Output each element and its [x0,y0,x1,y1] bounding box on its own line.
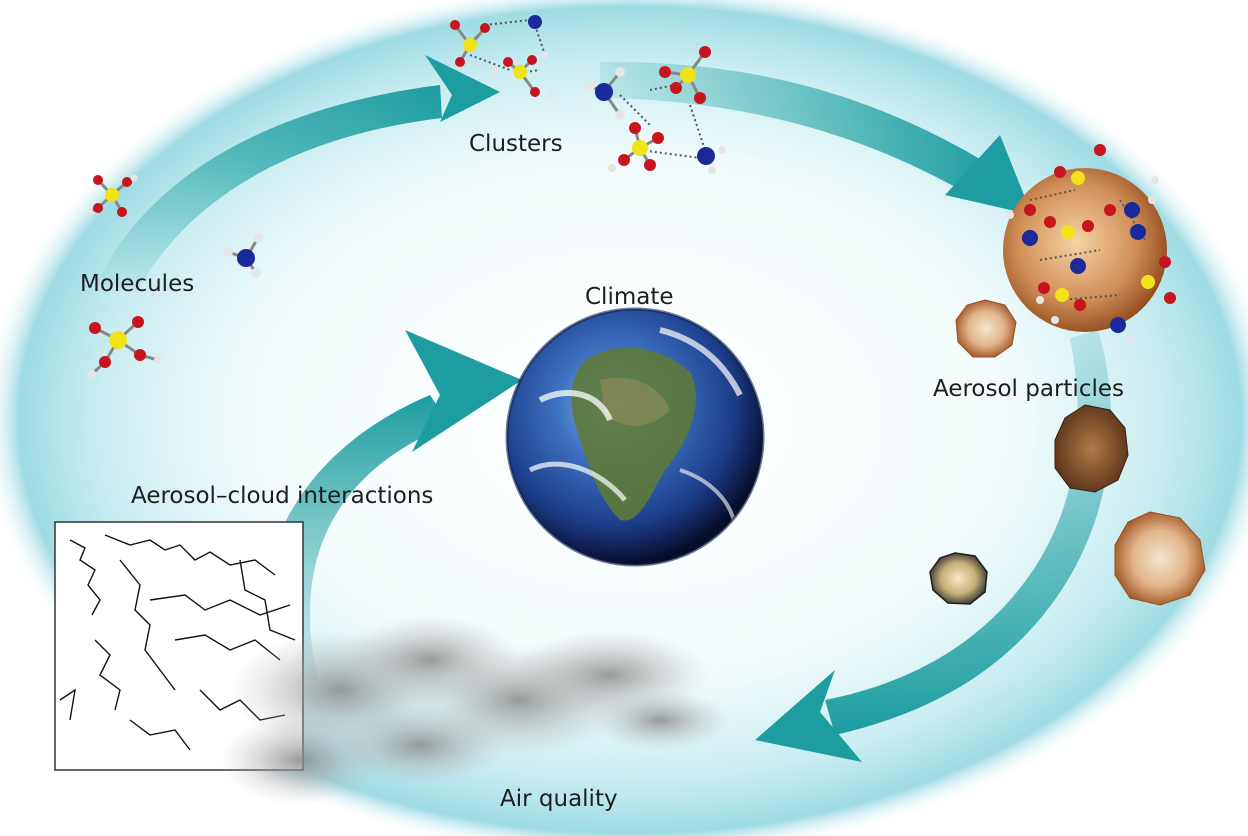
aerosol-particle-large [1114,511,1206,606]
arrow-aci-to-climate [262,330,522,680]
arrow-molecules-to-clusters [96,55,500,290]
sulfuric-acid-molecule-2 [88,316,162,378]
aerosol-particle-dark [929,552,988,605]
label-aerosol-particles: Aerosol particles [933,376,1124,402]
label-climate: Climate [585,284,674,310]
label-clusters: Clusters [469,131,563,157]
large-aerosol-particle [1003,144,1176,344]
ammonia-molecule [223,233,263,278]
label-air-quality: Air quality [500,786,618,812]
label-molecules: Molecules [80,271,195,297]
aerosol-particle-small [955,299,1017,358]
dust-particle [1054,404,1129,493]
label-aerosol-cloud-interactions: Aerosol–cloud interactions [131,483,434,509]
sulfuric-acid-molecule [86,174,138,217]
molecular-cluster-1 [450,15,554,99]
earth-globe [505,307,765,567]
molecular-cluster-2 [585,46,726,174]
cloud-smoke [220,615,730,805]
arrow-particles-to-air-quality [755,330,1112,762]
